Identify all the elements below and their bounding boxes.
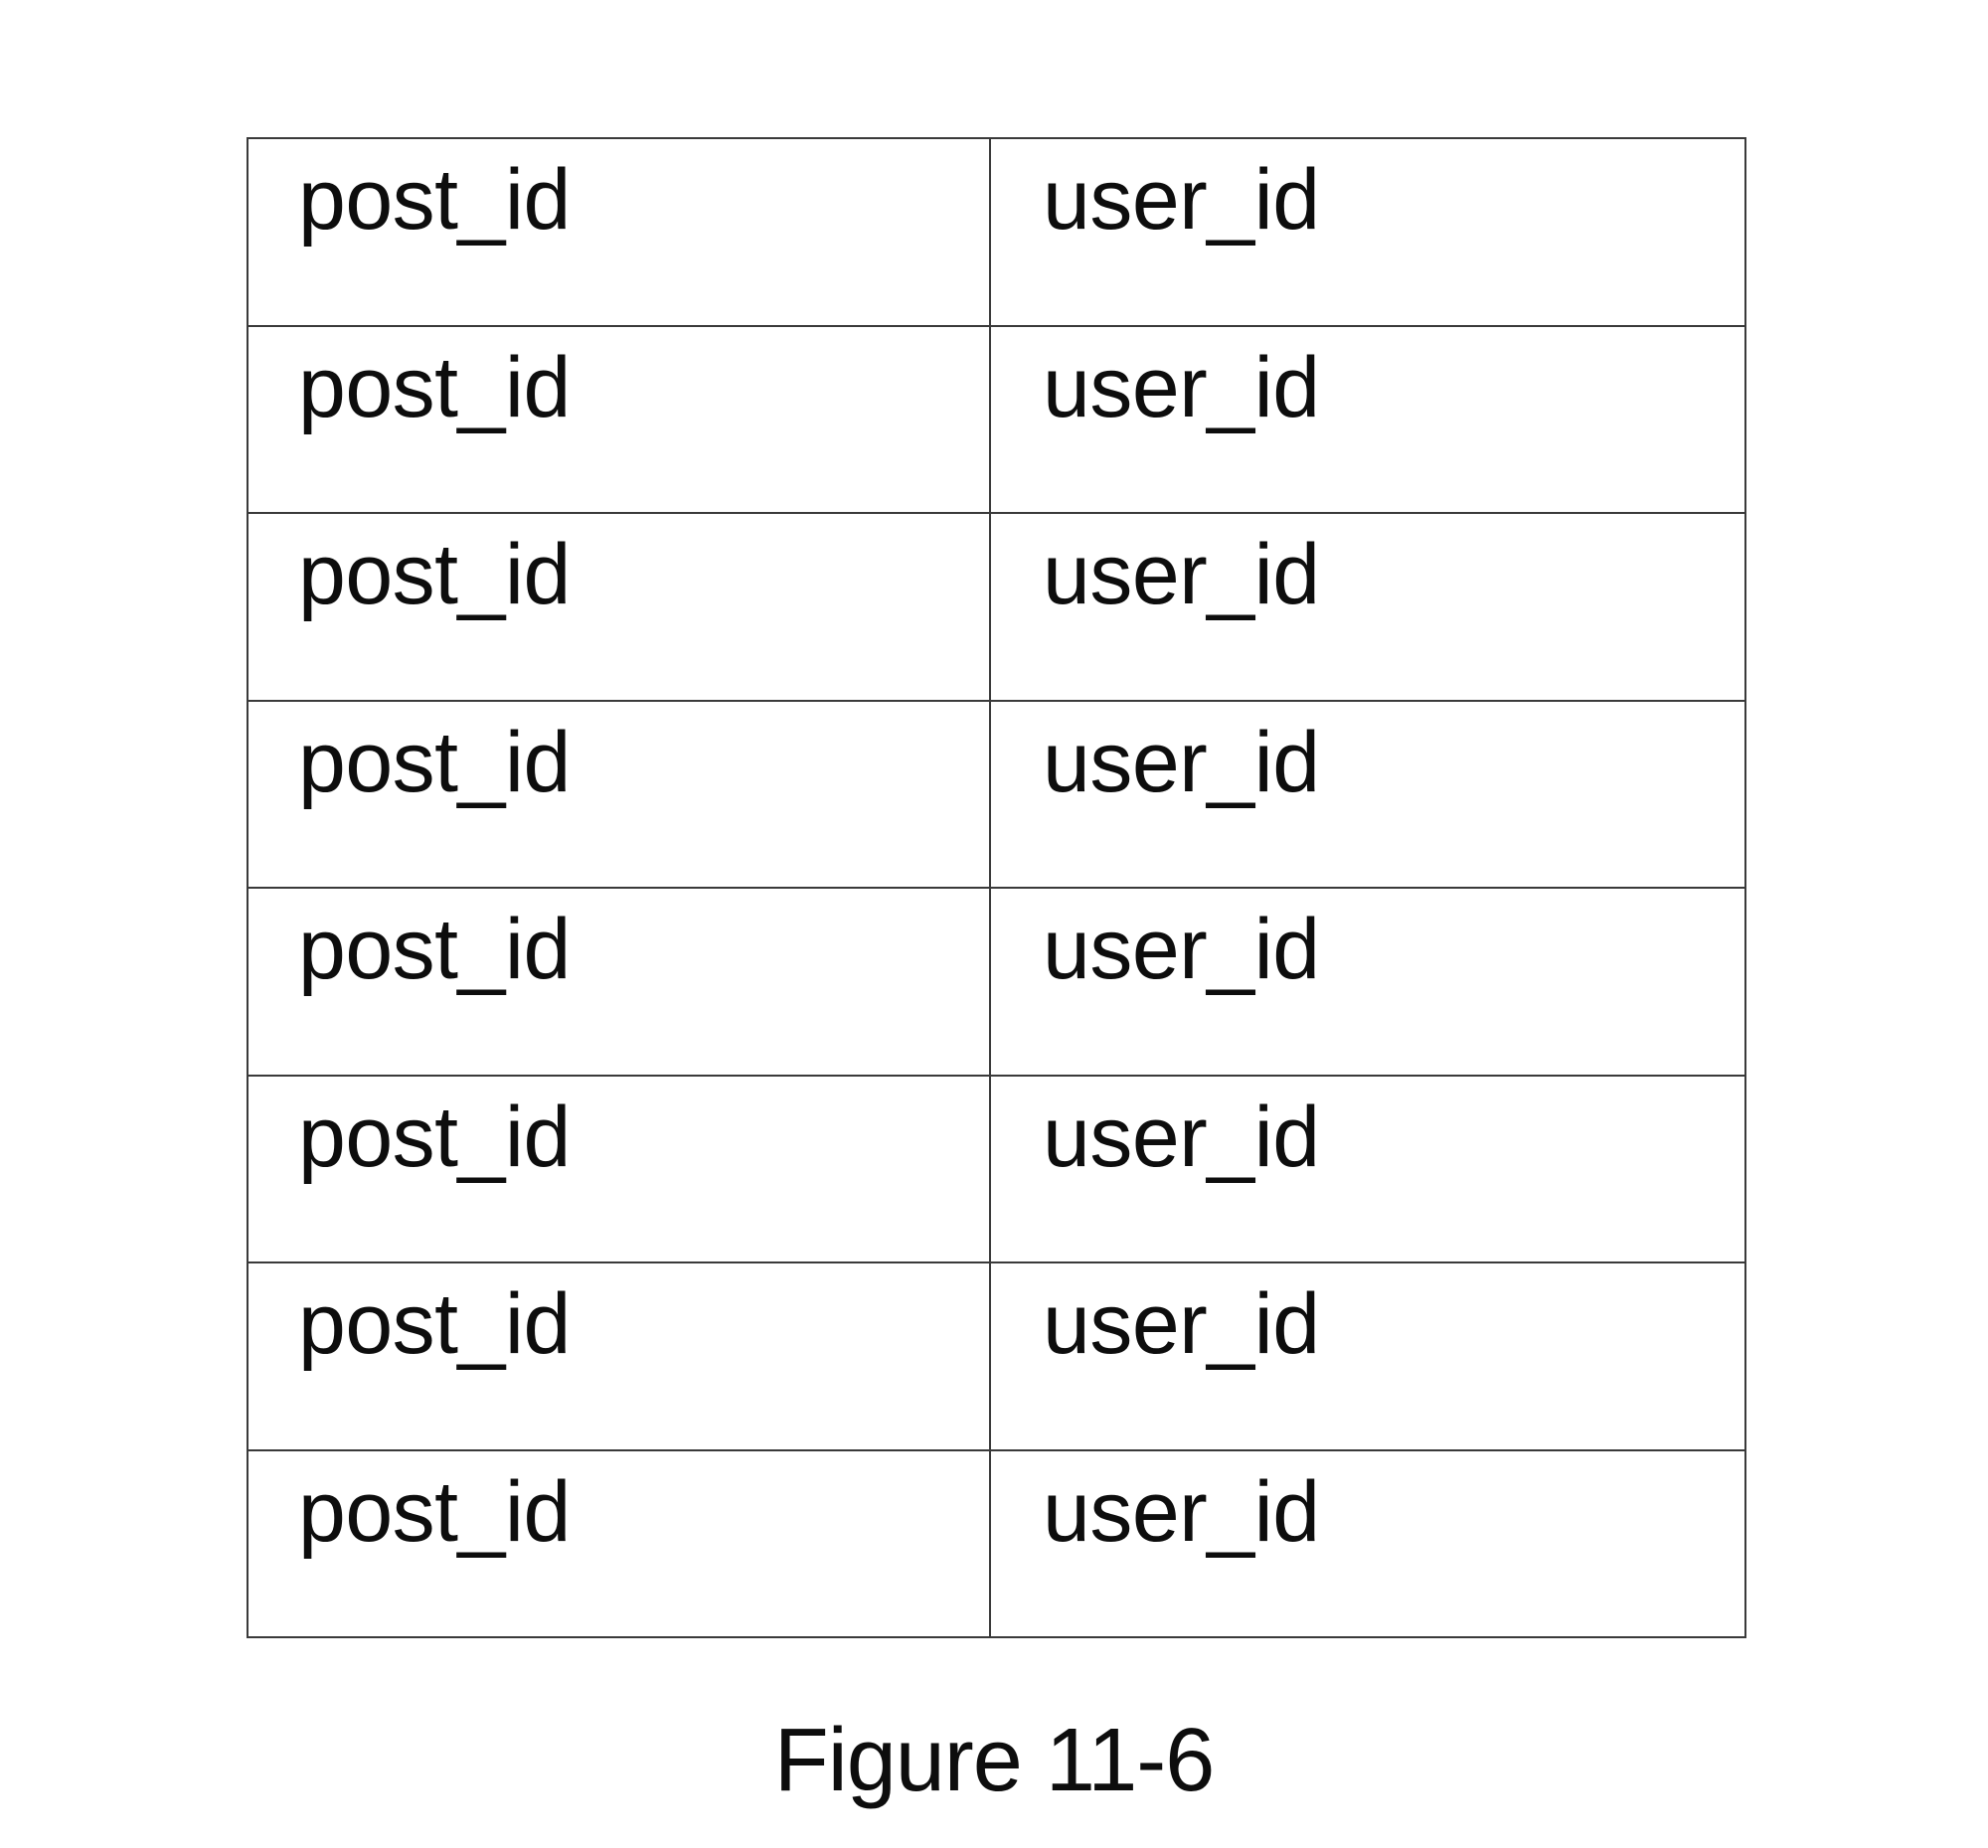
table-cell-post-id: post_id xyxy=(247,1261,991,1451)
table-body: post_id user_id post_id user_id post_id xyxy=(247,137,1746,1638)
table-cell-post-id: post_id xyxy=(247,699,991,889)
table-cell-post-id: post_id xyxy=(247,887,991,1077)
table-cell-user-id: user_id xyxy=(989,137,1746,327)
user-id-label: user_id xyxy=(1043,1276,1320,1372)
table-cell-post-id: post_id xyxy=(247,1448,991,1638)
table-row: post_id user_id xyxy=(247,137,1746,327)
table-cell-post-id: post_id xyxy=(247,512,991,702)
post-id-label: post_id xyxy=(298,339,571,435)
table-row: post_id user_id xyxy=(247,1261,1746,1451)
figure-caption: Figure 11-6 xyxy=(773,1711,1216,1810)
post-id-label: post_id xyxy=(298,1089,571,1185)
table-cell-post-id: post_id xyxy=(247,1074,991,1263)
table-row: post_id user_id xyxy=(247,887,1746,1077)
table-cell-user-id: user_id xyxy=(989,1261,1746,1451)
table-cell-post-id: post_id xyxy=(247,137,991,327)
table-cell-user-id: user_id xyxy=(989,1074,1746,1263)
user-id-label: user_id xyxy=(1043,527,1320,622)
user-id-label: user_id xyxy=(1043,902,1320,997)
user-id-label: user_id xyxy=(1043,714,1320,810)
post-user-mapping-table: post_id user_id post_id user_id post_id xyxy=(247,137,1746,1638)
table-row: post_id user_id xyxy=(247,699,1746,889)
user-id-label: user_id xyxy=(1043,1089,1320,1185)
post-id-label: post_id xyxy=(298,902,571,997)
table-cell-user-id: user_id xyxy=(989,1448,1746,1638)
post-id-label: post_id xyxy=(298,527,571,622)
table-cell-post-id: post_id xyxy=(247,324,991,514)
table-row: post_id user_id xyxy=(247,512,1746,702)
user-id-label: user_id xyxy=(1043,1463,1320,1560)
table-cell-user-id: user_id xyxy=(989,324,1746,514)
table-row: post_id user_id xyxy=(247,1074,1746,1263)
table-cell-user-id: user_id xyxy=(989,699,1746,889)
post-id-label: post_id xyxy=(298,152,571,248)
user-id-label: user_id xyxy=(1043,152,1320,248)
user-id-label: user_id xyxy=(1043,339,1320,435)
table-row: post_id user_id xyxy=(247,324,1746,514)
table-row: post_id user_id xyxy=(247,1448,1746,1638)
table-cell-user-id: user_id xyxy=(989,512,1746,702)
table-cell-user-id: user_id xyxy=(989,887,1746,1077)
post-id-label: post_id xyxy=(298,714,571,810)
post-id-label: post_id xyxy=(298,1463,571,1560)
post-id-label: post_id xyxy=(298,1276,571,1372)
